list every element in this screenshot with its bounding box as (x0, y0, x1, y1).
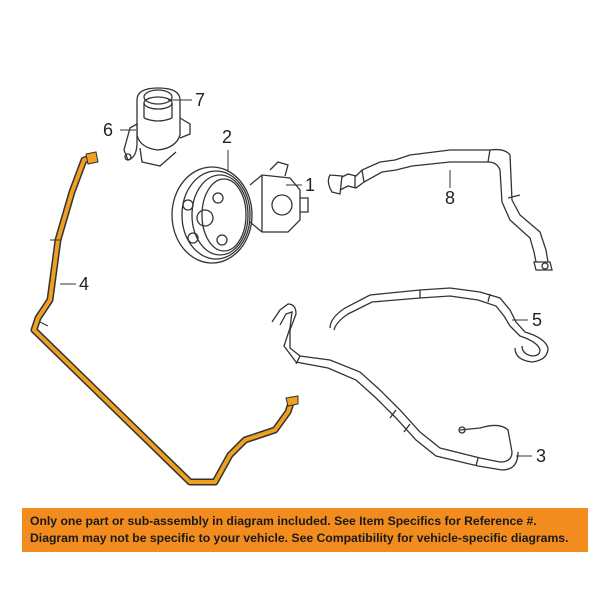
callout-6: 6 (103, 120, 114, 140)
callout-5: 5 (532, 310, 543, 330)
cooler-line (329, 287, 549, 363)
callout-2: 2 (222, 127, 233, 147)
callout-3: 3 (536, 446, 547, 466)
pressure-hose (271, 303, 519, 471)
highlighted-hose-part-4 (30, 151, 299, 486)
disclaimer-line-2: Diagram may not be specific to your vehi… (30, 531, 569, 545)
reservoir-assembly (123, 87, 191, 167)
return-hose (327, 148, 553, 271)
leader-lines (60, 99, 532, 457)
callout-8: 8 (445, 188, 456, 208)
callout-7: 7 (195, 90, 206, 110)
disclaimer-banner: Only one part or sub-assembly in diagram… (22, 508, 588, 552)
callout-4: 4 (79, 274, 90, 294)
disclaimer-line-1: Only one part or sub-assembly in diagram… (30, 514, 537, 528)
callout-1: 1 (305, 175, 316, 195)
power-steering-pump (171, 161, 309, 264)
